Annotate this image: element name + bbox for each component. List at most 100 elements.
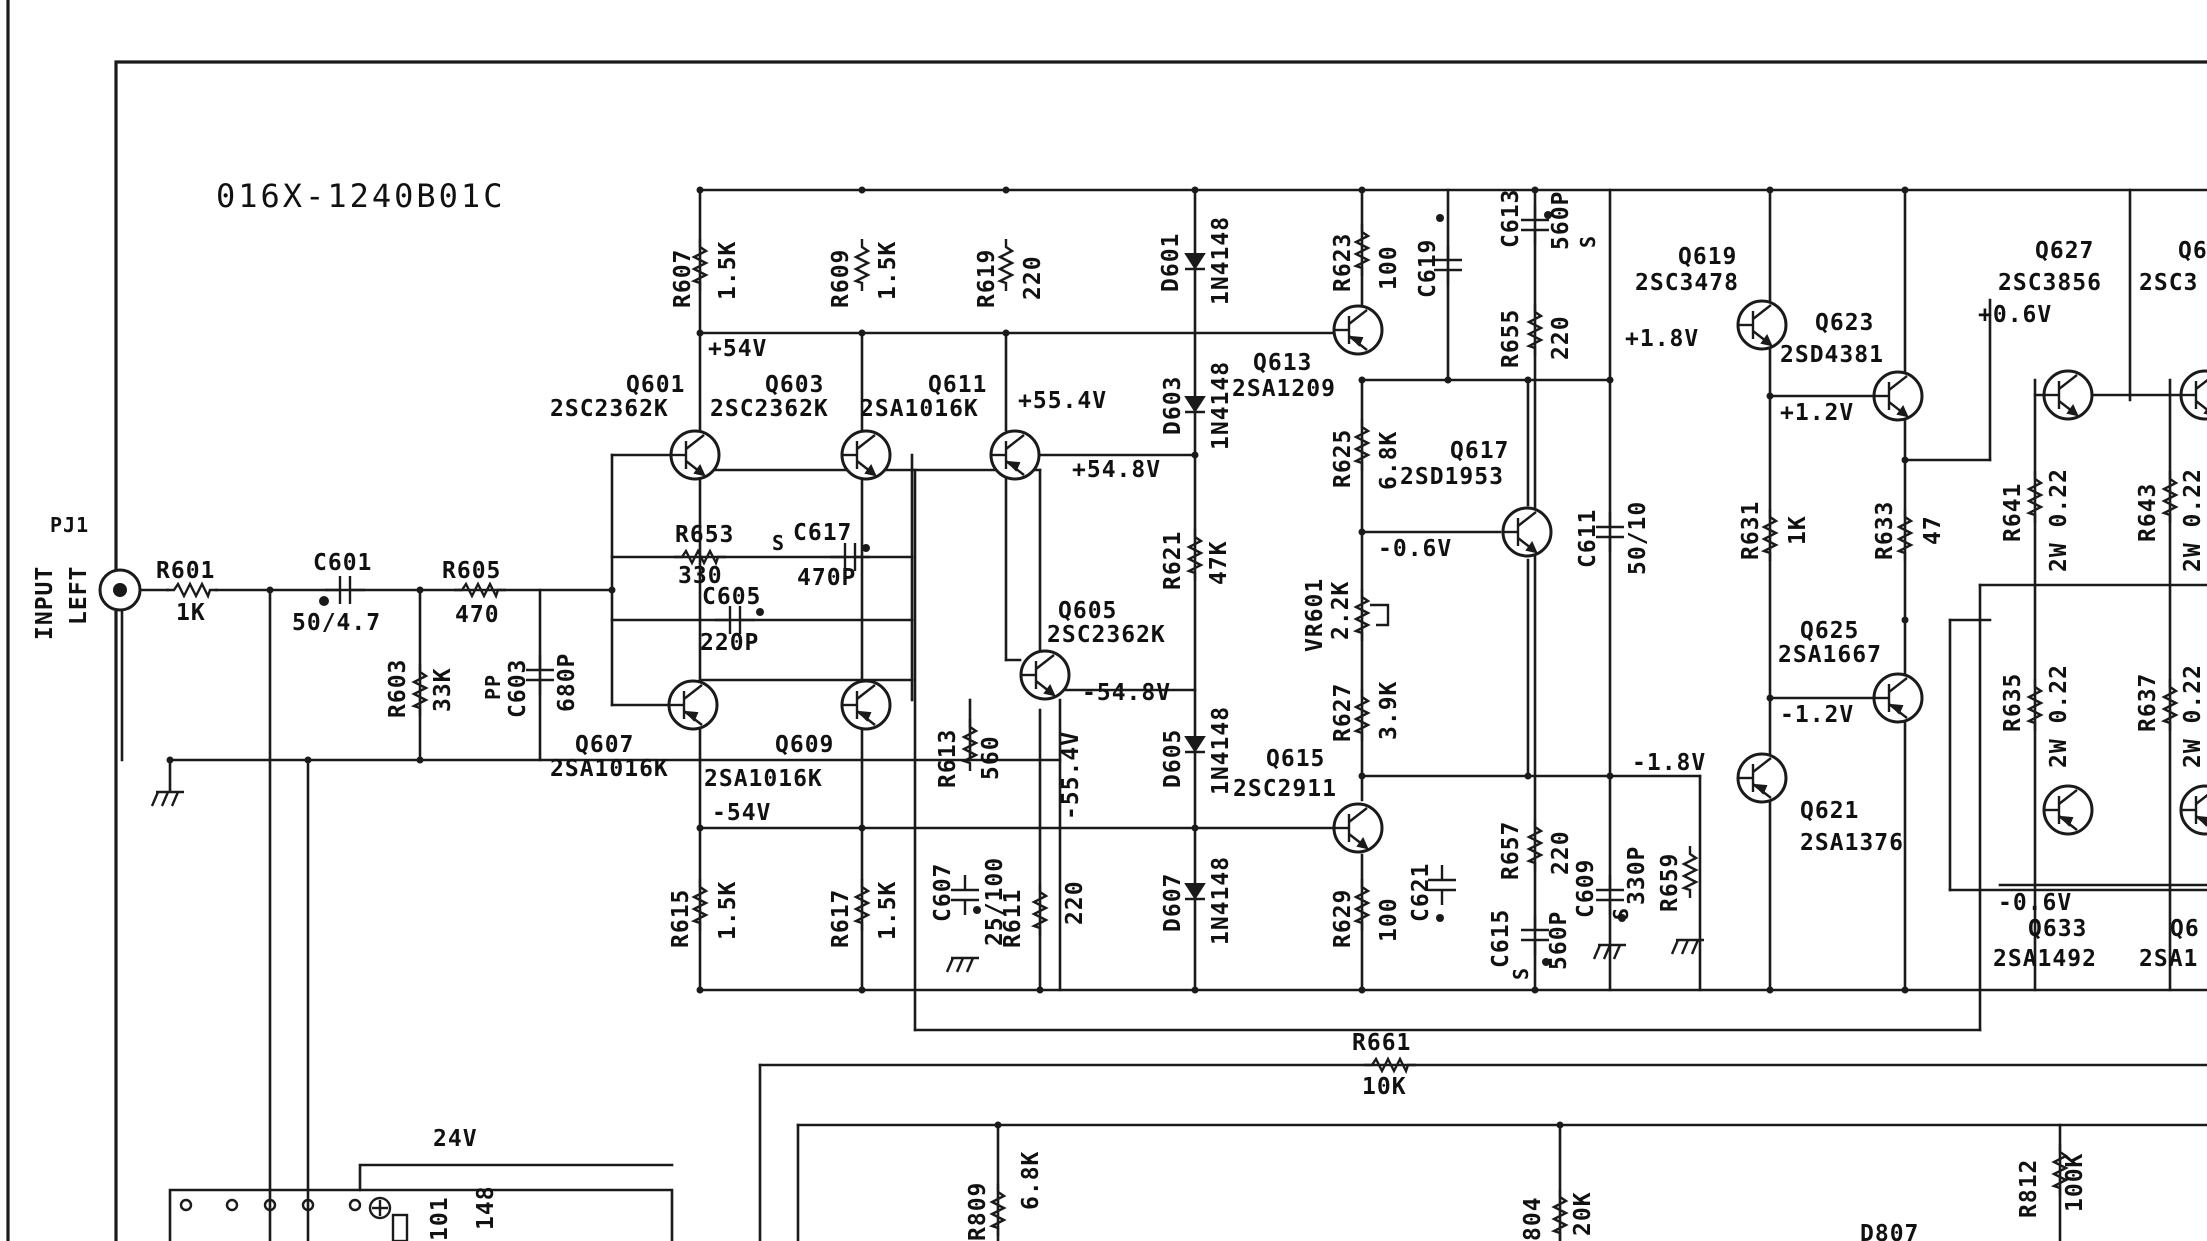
q623-ref: Q623	[1815, 310, 1874, 336]
r631-ref: R631	[1738, 501, 1764, 560]
r605-ref: R605	[442, 558, 501, 584]
transistor-q605	[1019, 649, 1071, 701]
ground-symbols	[150, 790, 1706, 974]
q619-part: 2SC3478	[1635, 270, 1739, 296]
q621-ref: Q621	[1800, 798, 1859, 824]
d807-ref: D807	[1860, 1221, 1919, 1241]
q615-part: 2SC2911	[1233, 776, 1337, 802]
transistor-q607	[667, 679, 719, 731]
resistor-r629	[1354, 877, 1370, 933]
c607-ref: C607	[930, 863, 956, 922]
r607-ref: R607	[670, 249, 696, 308]
resistor-r601	[164, 582, 220, 598]
c601-ref: C601	[313, 550, 372, 576]
r643-value: 2W 0.22	[2180, 468, 2206, 572]
r627-value: 3.9K	[1376, 681, 1402, 740]
r623-ref: R623	[1330, 233, 1356, 292]
r617-value: 1.5K	[875, 881, 901, 940]
c603-type: PP	[481, 674, 505, 700]
d605-value: 1N4148	[1208, 706, 1234, 795]
q629-part: 2SC3	[2139, 270, 2198, 296]
q629-ref: Q6	[2178, 238, 2207, 264]
c621-ref: C621	[1408, 863, 1434, 922]
diode-d601	[1183, 252, 1207, 271]
resistor-r609	[854, 237, 870, 293]
r615-value: 1.5K	[715, 881, 741, 940]
resistor-r621	[1187, 527, 1203, 583]
d603-ref: D603	[1160, 376, 1186, 435]
ground-symbol	[945, 956, 981, 974]
r619-ref: R619	[974, 249, 1000, 308]
c611-ref: C611	[1575, 509, 1601, 568]
transistor-q609	[840, 679, 892, 731]
c617-ref: C617	[793, 520, 852, 546]
r617-ref: R617	[828, 889, 854, 948]
transistor-q619	[1736, 299, 1788, 351]
transistor-q633	[2042, 784, 2094, 836]
transistor-q601	[669, 429, 721, 481]
r603-ref: R603	[385, 659, 411, 718]
resistor-r617	[854, 877, 870, 933]
voltage-labels: +54V +55.4V +54.8V -54V -54.8V -55.4V -0…	[433, 302, 2072, 1152]
transistor-q625	[1872, 672, 1924, 724]
q615-ref: Q615	[1266, 746, 1325, 772]
diode-d603	[1183, 395, 1207, 414]
r629-value: 100	[1376, 897, 1402, 942]
r601-value: 1K	[176, 600, 206, 626]
r655-value: 220	[1548, 315, 1574, 360]
r627-ref: R627	[1330, 683, 1356, 742]
q627-part: 2SC3856	[1998, 270, 2102, 296]
voltage-p54: +54V	[708, 336, 767, 362]
voltage-m0-6b: -0.6V	[1998, 890, 2072, 916]
transistor-q615	[1332, 802, 1384, 854]
q617-part: 2SD1953	[1400, 464, 1504, 490]
q605-ref: Q605	[1058, 598, 1117, 624]
resistor-r635	[2027, 677, 2043, 733]
r641-ref: R641	[2000, 483, 2026, 542]
voltage-p1-8: +1.8V	[1625, 326, 1699, 352]
c601-value: 50/4.7	[292, 610, 381, 636]
c607-value: 25/100	[982, 857, 1008, 946]
pj1-label: PJ1	[50, 513, 89, 537]
trimmer-vr601: VR601 2.2K	[1302, 578, 1390, 652]
q625-part: 2SA1667	[1778, 642, 1882, 668]
voltage-p0-6: +0.6V	[1978, 302, 2052, 328]
q635-ref: Q6	[2170, 916, 2200, 942]
voltage-m1-8: -1.8V	[1632, 750, 1706, 776]
resistor-r631	[1762, 507, 1778, 563]
q605-part: 2SC2362K	[1047, 622, 1166, 648]
r615-ref: R615	[668, 889, 694, 948]
r661-ref: R661	[1352, 1030, 1411, 1056]
r635-ref: R635	[2000, 673, 2026, 732]
q607-part: 2SA1016K	[550, 756, 669, 782]
ground-symbol	[150, 790, 186, 808]
q609-part: 2SA1016K	[704, 766, 823, 792]
r609-value: 1.5K	[875, 241, 901, 300]
r812-value: 100K	[2062, 1153, 2088, 1212]
c619-ref: C619	[1415, 239, 1441, 298]
diodes: D601 1N4148 D603 1N4148 D605 1N4148 D607…	[427, 216, 1919, 1241]
board-outline	[114, 60, 2207, 1241]
c609-ref: C609	[1573, 859, 1599, 918]
r601-ref: R601	[156, 558, 215, 584]
c613-type: S	[1576, 235, 1600, 248]
q601-part: 2SC2362K	[550, 396, 669, 422]
d-relay-value: 148	[473, 1185, 499, 1230]
r603-value: 33K	[430, 667, 456, 712]
c605-value: 220P	[700, 630, 759, 656]
resistor-r623	[1354, 222, 1370, 278]
transistor-q617	[1501, 506, 1553, 558]
c615-type: S	[1509, 967, 1533, 980]
transistor-q603	[840, 429, 892, 481]
r605-value: 470	[455, 602, 500, 628]
c617-type: S	[772, 531, 785, 555]
c617-value: 470P	[797, 565, 856, 591]
voltage-p1-2: +1.2V	[1780, 400, 1854, 426]
c609-type: S	[1609, 907, 1633, 920]
relay-block	[179, 1196, 409, 1241]
transistor-q627	[2042, 369, 2094, 421]
wiring	[118, 188, 2207, 1241]
d-relay-ref: 101	[427, 1196, 453, 1241]
transistor-q613	[1332, 304, 1384, 356]
drawing-number: 016X-1240B01C	[216, 177, 505, 215]
